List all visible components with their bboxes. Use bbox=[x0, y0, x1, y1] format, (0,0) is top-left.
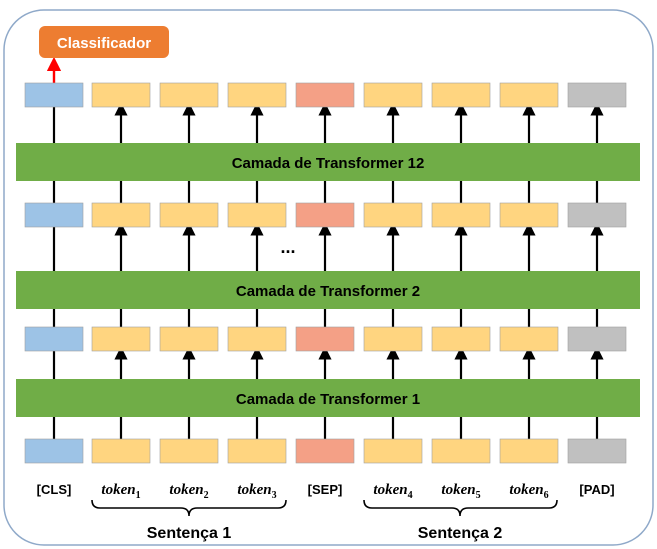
box-row0-col2 bbox=[159, 82, 219, 108]
layer-12: Camada de Transformer 12 bbox=[16, 143, 640, 181]
sentence-2-brace bbox=[363, 499, 558, 517]
box-row3-col6 bbox=[431, 438, 491, 464]
token-label-6: token5 bbox=[441, 482, 480, 501]
box-row0-col1 bbox=[91, 82, 151, 108]
box-row1-col5 bbox=[363, 202, 423, 228]
box-row2-col1 bbox=[91, 326, 151, 352]
box-row0-col0 bbox=[24, 82, 84, 108]
box-row3-col4 bbox=[295, 438, 355, 464]
box-row2-col0 bbox=[24, 326, 84, 352]
box-row3-col8 bbox=[567, 438, 627, 464]
token-label-7: token6 bbox=[509, 482, 548, 501]
token-labels: [CLS] token1 token2 token3 [SEP] token4 token5… bbox=[37, 482, 615, 501]
token-label-8: [PAD] bbox=[579, 482, 614, 497]
box-row0-col7 bbox=[499, 82, 559, 108]
layer-12-bar bbox=[16, 143, 640, 181]
box-row0-col6 bbox=[431, 82, 491, 108]
box-row0-col5 bbox=[363, 82, 423, 108]
token-label-0: [CLS] bbox=[37, 482, 72, 497]
layer-1: Camada de Transformer 1 bbox=[16, 379, 640, 417]
classifier-box bbox=[39, 26, 169, 58]
token-boxes bbox=[24, 82, 627, 464]
box-row3-col5 bbox=[363, 438, 423, 464]
classifier-label: Classificador bbox=[57, 35, 151, 52]
outer-frame bbox=[3, 9, 654, 546]
box-row2-col8 bbox=[567, 326, 627, 352]
token-label-3: token3 bbox=[237, 482, 276, 501]
box-row3-col1 bbox=[91, 438, 151, 464]
box-row2-col6 bbox=[431, 326, 491, 352]
box-row3-col7 bbox=[499, 438, 559, 464]
box-row1-col2 bbox=[159, 202, 219, 228]
box-row2-col2 bbox=[159, 326, 219, 352]
layer-2: Camada de Transformer 2 bbox=[16, 271, 640, 309]
box-row1-col7 bbox=[499, 202, 559, 228]
box-row0-col4 bbox=[295, 82, 355, 108]
token-label-1: token1 bbox=[101, 482, 140, 501]
token-label-2: token2 bbox=[169, 482, 208, 501]
layer-12-label: Camada de Transformer 12 bbox=[232, 155, 425, 172]
box-row2-col4 bbox=[295, 326, 355, 352]
box-row3-col3 bbox=[227, 438, 287, 464]
box-row1-col3 bbox=[227, 202, 287, 228]
token-label-5: token4 bbox=[373, 482, 412, 501]
box-row0-col3 bbox=[227, 82, 287, 108]
connectors bbox=[46, 56, 604, 439]
sentence-2-label: Sentença 2 bbox=[418, 525, 503, 542]
layer-2-bar bbox=[16, 271, 640, 309]
box-row2-col7 bbox=[499, 326, 559, 352]
sentence-1-label: Sentença 1 bbox=[147, 525, 232, 542]
token-label-4: [SEP] bbox=[308, 482, 343, 497]
box-row2-col5 bbox=[363, 326, 423, 352]
layer-1-label: Camada de Transformer 1 bbox=[236, 391, 420, 408]
layer-1-bar bbox=[16, 379, 640, 417]
sentence-1-brace bbox=[91, 499, 287, 517]
ellipsis: ... bbox=[280, 237, 295, 257]
box-row1-col0 bbox=[24, 202, 84, 228]
box-row1-col4 bbox=[295, 202, 355, 228]
box-row3-col0 bbox=[24, 438, 84, 464]
box-row1-col6 bbox=[431, 202, 491, 228]
box-row2-col3 bbox=[227, 326, 287, 352]
box-row1-col8 bbox=[567, 202, 627, 228]
box-row1-col1 bbox=[91, 202, 151, 228]
classifier: Classificador bbox=[39, 26, 169, 58]
box-row3-col2 bbox=[159, 438, 219, 464]
box-row0-col8 bbox=[567, 82, 627, 108]
layer-2-label: Camada de Transformer 2 bbox=[236, 283, 420, 300]
